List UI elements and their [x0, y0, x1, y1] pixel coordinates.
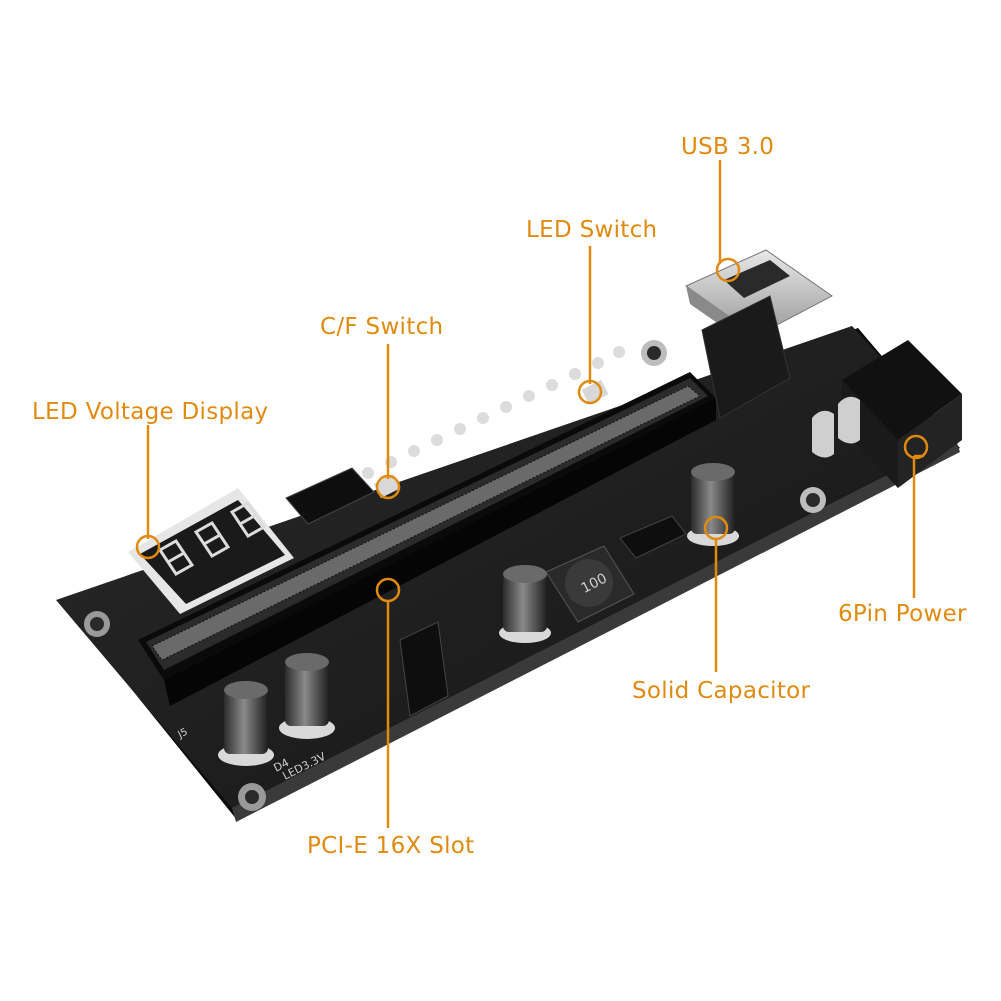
led-voltage-display: [128, 488, 294, 614]
pcie-16x-slot: [138, 372, 716, 706]
led-switch: [581, 379, 609, 405]
mounting-holes: [84, 340, 826, 811]
callout-leaders: [135, 160, 929, 828]
display-marker-dot: [135, 534, 161, 560]
slot-marker-dot: [375, 577, 401, 603]
ic-chips: [285, 467, 687, 717]
power-marker-dot: [903, 434, 929, 460]
label-solid-capacitor: Solid Capacitor: [632, 678, 811, 704]
d4-marking: D4: [271, 756, 291, 775]
label-usb-3: USB 3.0: [681, 134, 775, 160]
led-switch-marker-dot: [577, 379, 603, 405]
cf-switch-marker-dot: [375, 474, 401, 500]
usb-3-port: [685, 249, 833, 419]
capacitor-marker-dot: [703, 515, 729, 541]
usb-marker-dot: [715, 257, 741, 283]
j5-marking: J5: [175, 727, 189, 741]
inductor: 100: [545, 545, 635, 623]
label-cf-switch: C/F Switch: [320, 314, 444, 340]
label-led-switch: LED Switch: [526, 217, 658, 243]
cf-switch: [373, 473, 401, 499]
label-pcie-16x-slot: PCI-E 16X Slot: [307, 833, 475, 859]
label-6pin-power: 6Pin Power: [838, 601, 967, 627]
label-led-voltage-display: LED Voltage Display: [32, 399, 269, 425]
